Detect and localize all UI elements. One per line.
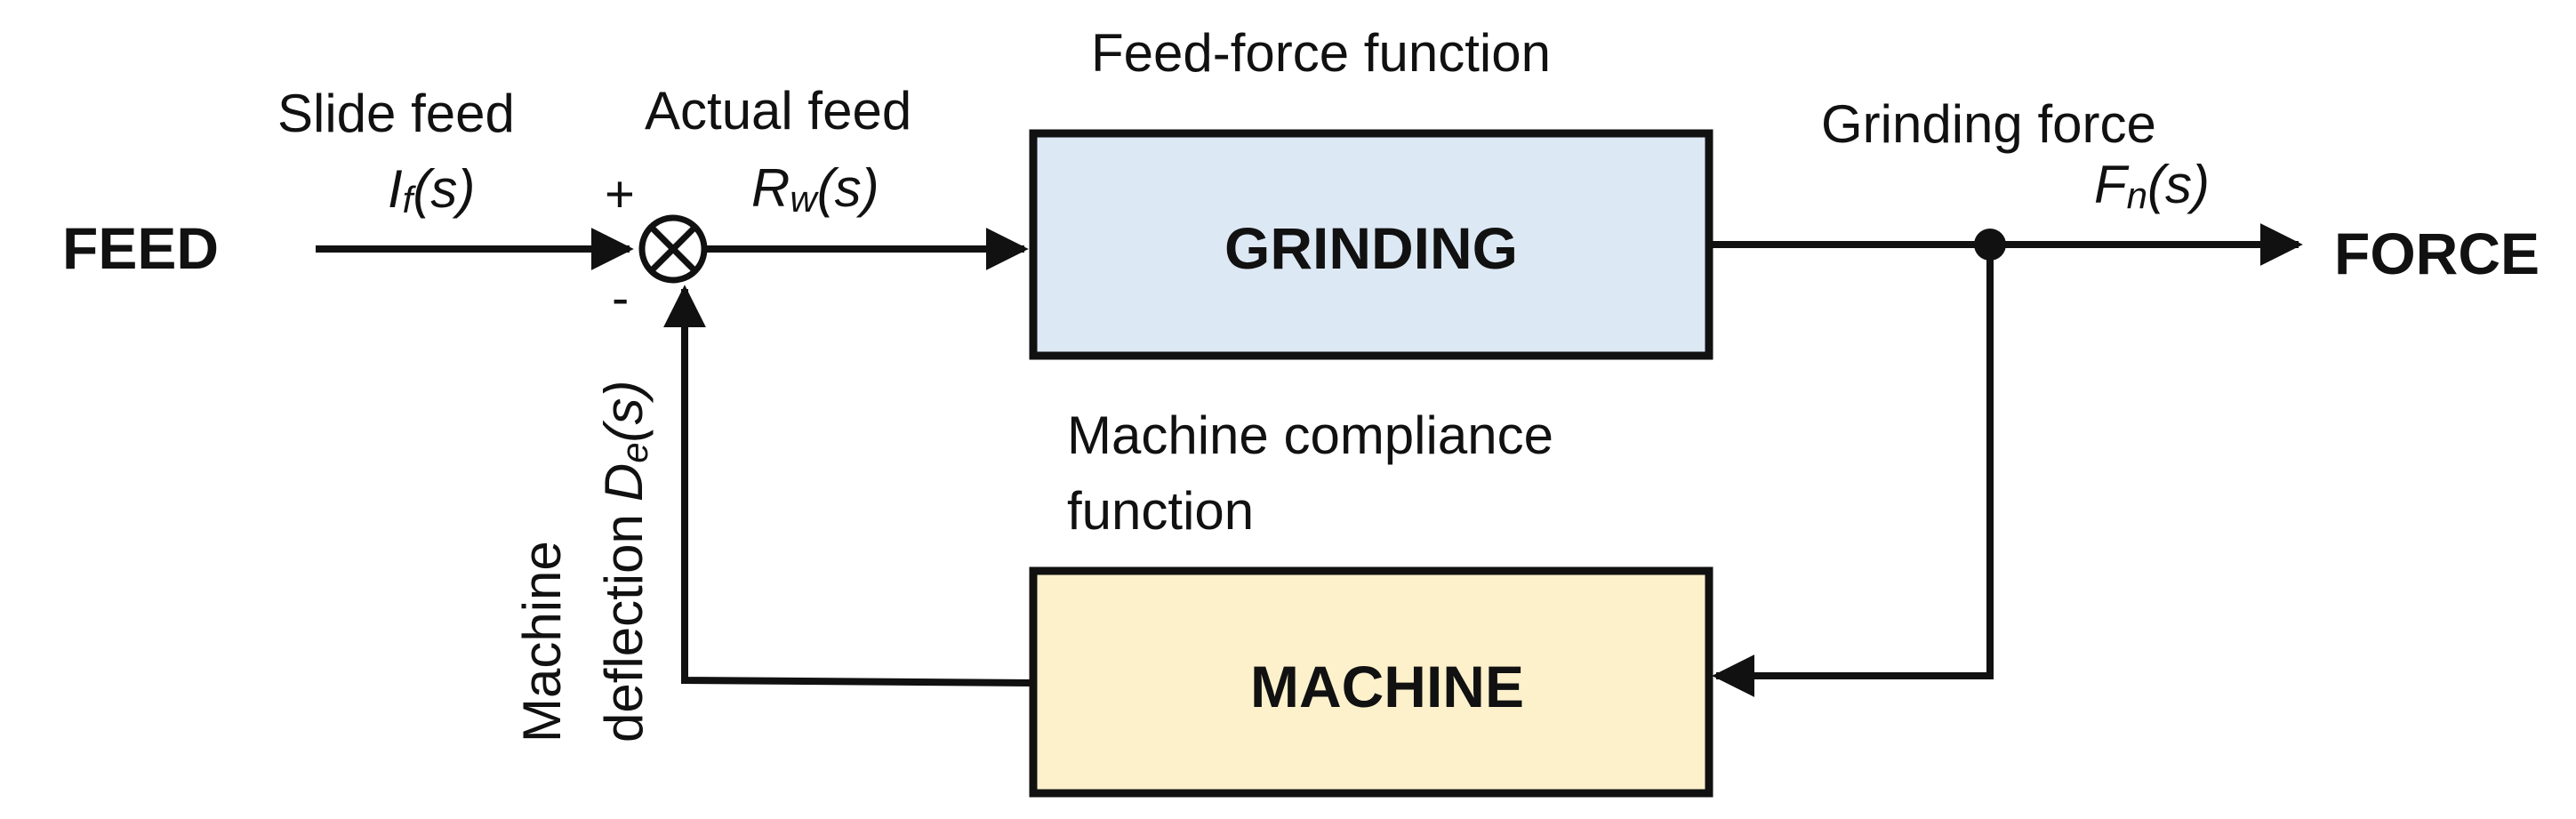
machine-deflection-line1: Machine — [512, 541, 572, 743]
plus-sign: + — [605, 165, 635, 223]
compliance-function-line1: Machine compliance — [1067, 405, 1553, 465]
grinding-force-title: Grinding force — [1821, 94, 2156, 154]
compliance-function-line2: function — [1067, 481, 1254, 541]
feed-force-function-label: Feed-force function — [1091, 23, 1551, 83]
machine-block — [1029, 566, 1713, 798]
minus-sign: - — [612, 269, 629, 327]
grinding-force-symbol: Fn(s) — [2094, 155, 2210, 216]
machine-deflection-line2: deflectionDe(s) — [594, 380, 655, 743]
actual-feed-symbol: Rw(s) — [751, 158, 879, 220]
deflection-feedback-arrow — [663, 285, 1034, 687]
input-label: FEED — [62, 215, 219, 281]
grinding-block-label: GRINDING — [1224, 215, 1518, 281]
feedback-force-arrow — [1712, 245, 1994, 697]
slide-feed-title: Slide feed — [277, 84, 515, 143]
output-label: FORCE — [2334, 221, 2540, 286]
slide-feed-symbol: If(s) — [388, 159, 475, 221]
grinding-block — [1029, 129, 1713, 360]
actual-feed-title: Actual feed — [645, 81, 911, 141]
summing-junction — [638, 214, 708, 284]
machine-block-label: MACHINE — [1250, 654, 1524, 719]
